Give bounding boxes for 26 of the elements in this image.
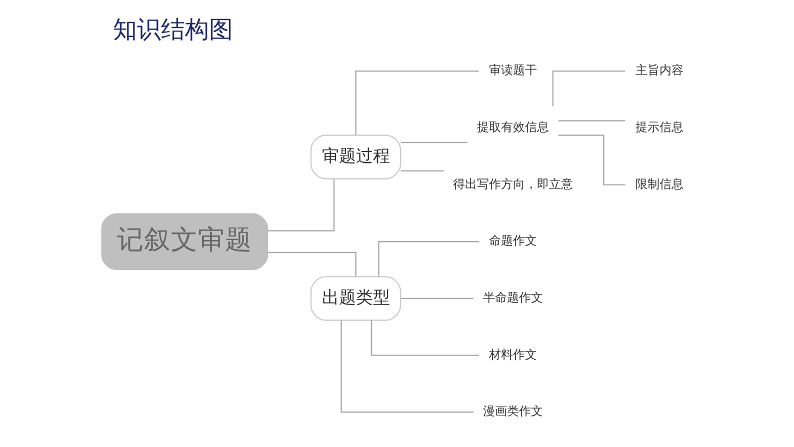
- node-text: 半命题作文: [482, 290, 542, 304]
- node-text: 审读题干: [488, 63, 536, 78]
- connector: [400, 298, 473, 300]
- connector: [370, 320, 479, 356]
- connector: [378, 241, 479, 277]
- node-box: 记叙文审题: [100, 213, 268, 270]
- connector: [400, 170, 444, 172]
- node-text: 主旨内容: [634, 63, 683, 78]
- connector: [558, 134, 625, 186]
- node-text: 漫画类作文: [482, 404, 542, 418]
- connector: [552, 70, 625, 106]
- node-text: 命题作文: [488, 234, 536, 248]
- node-text: 提取有效信息: [476, 120, 548, 134]
- connector: [400, 142, 467, 144]
- connector: [267, 179, 334, 232]
- node-text: 得出写作方向，即立意: [452, 176, 572, 191]
- connector: [558, 120, 624, 122]
- node-text: 提示信息: [634, 120, 683, 134]
- node-text: 材料作文: [488, 347, 536, 362]
- connector: [354, 70, 478, 135]
- connector: [340, 320, 474, 413]
- node-box: 审题过程: [310, 134, 401, 180]
- node-box: 出题类型: [310, 276, 401, 321]
- diagram-title: 知识结构图: [112, 15, 233, 44]
- node-text: 限制信息: [634, 176, 683, 191]
- connector: [267, 252, 356, 277]
